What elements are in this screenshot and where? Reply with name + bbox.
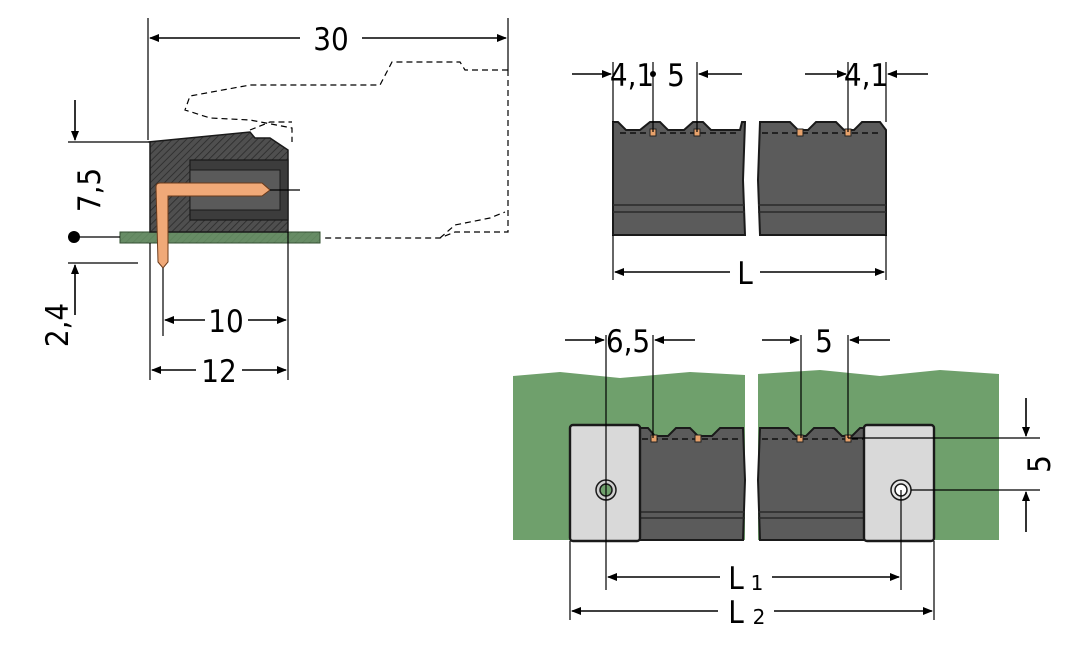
housing-top-right [756,121,887,236]
housing-top-left [612,121,747,236]
dimension-30: 30 [149,22,507,58]
dim-L2-base-label: L [728,595,744,631]
dim-30-label: 30 [313,22,348,58]
dimension-L: L [614,256,885,292]
dimension-12: 12 [151,354,287,390]
dim-pitch-flange-label: 5 [815,324,833,360]
dim-pitch-top-label: 5 [667,58,685,94]
mating-plug-outline [184,61,509,239]
housing-flange-left [639,427,747,541]
dim-10-label: 10 [208,304,243,340]
dimension-L2: L 2 [571,595,933,631]
dimension-L1: L 1 [607,561,900,597]
dim-12-label: 12 [201,354,236,390]
side-view: 30 7,5 2,4 10 [40,18,509,390]
flange-view: 6,5 5 5 L 1 L 2 [513,324,1058,631]
dimension-10: 10 [164,304,287,340]
datum-dot [68,231,80,243]
dim-6-5-label: 6,5 [606,324,650,360]
dim-vertical-5-label: 5 [1022,455,1058,473]
screw-hole-right [890,479,912,501]
top-view: 4,1 5 4,1 L [572,58,928,292]
dim-L1-subscript: 1 [751,571,764,595]
dim-7-5-label: 7,5 [72,168,108,212]
dim-L1-base-label: L [728,561,744,597]
dim-4-1-left-label: 4,1 [610,58,654,94]
contact-pin [155,182,271,269]
dim-4-1-right-label: 4,1 [844,58,888,94]
dim-L2-subscript: 2 [753,605,766,629]
housing-flange-right [756,427,865,541]
dim-L-label: L [737,256,753,292]
housing-side [147,131,289,233]
dim-2-4-label: 2,4 [40,303,76,347]
